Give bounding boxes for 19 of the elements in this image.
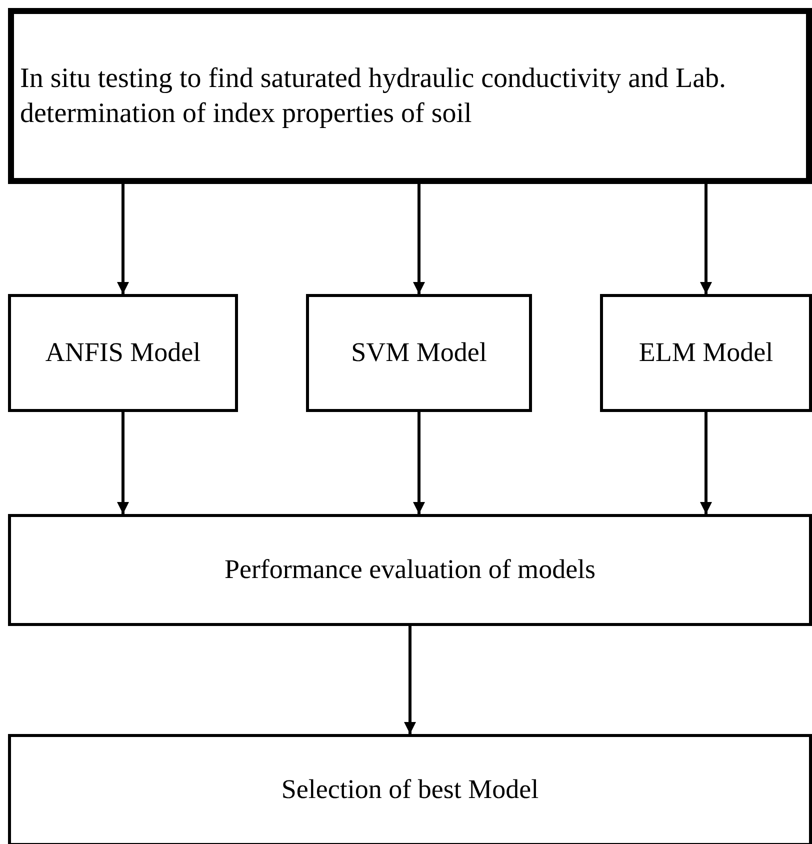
process-box	[8, 8, 812, 184]
arrow	[117, 412, 129, 514]
process-box	[8, 514, 812, 626]
arrow	[700, 184, 712, 294]
arrow	[700, 412, 712, 514]
process-box	[600, 294, 812, 412]
process-box	[306, 294, 532, 412]
box-label: ELM Model	[638, 336, 774, 370]
process-box	[8, 734, 812, 844]
arrow	[117, 184, 129, 294]
box-label: Performance evaluation of models	[224, 553, 596, 586]
arrow	[413, 184, 425, 294]
box-label: Selection of best Model	[281, 773, 539, 806]
box-label: ANFIS Model	[45, 336, 201, 370]
box-label: SVM Model	[351, 336, 487, 370]
arrow	[413, 412, 425, 514]
box-label: In situ testing to find saturated hydraulic conductivity and Lab. determination of index properties of soil	[20, 62, 728, 131]
process-box	[8, 294, 238, 412]
arrow	[404, 626, 416, 734]
